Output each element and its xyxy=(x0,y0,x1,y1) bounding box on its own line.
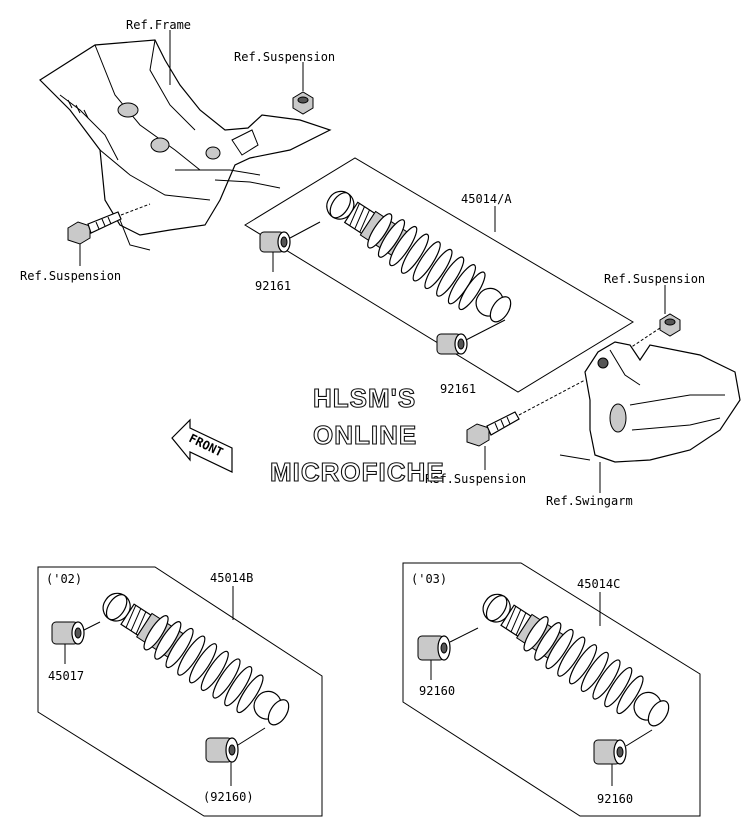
label-ref-suspension-top: Ref.Suspension xyxy=(234,50,335,64)
nut-right xyxy=(659,313,681,337)
label-ref-suspension-right: Ref.Suspension xyxy=(604,272,705,286)
shock-absorber-c xyxy=(482,593,670,727)
leader-nut-right-axis xyxy=(629,327,661,349)
leader-bushing-92160-c-right-axis xyxy=(625,729,653,747)
label-ref-swingarm: Ref.Swingarm xyxy=(546,494,633,508)
bolt-left xyxy=(67,211,122,245)
label-ref-frame: Ref.Frame xyxy=(126,18,191,32)
bushing-92160-b xyxy=(205,737,239,763)
shock-absorber-a xyxy=(326,190,512,323)
leader-bushing-left-axis xyxy=(289,221,321,239)
label-box-b-year: ('02) xyxy=(46,572,82,586)
leader-bushing-92160-c-left-axis xyxy=(449,627,479,643)
label-45014A: 45014/A xyxy=(461,192,512,206)
bushing-92161-right xyxy=(436,333,468,355)
label-ref-suspension-left: Ref.Suspension xyxy=(20,269,121,283)
bushing-92160-c-right xyxy=(593,739,627,765)
bushing-92160-c-left xyxy=(417,635,451,661)
leader-bolt-left-axis xyxy=(120,203,151,216)
shock-absorber-b xyxy=(102,592,290,726)
swingarm-drawing xyxy=(559,341,741,463)
frame-drawing xyxy=(39,39,332,251)
bushing-92161-left xyxy=(259,231,291,253)
shock-a-box xyxy=(244,157,634,393)
bushing-45017 xyxy=(51,621,85,645)
label-45014C: 45014C xyxy=(577,577,620,591)
watermark-line3: MICROFICHE xyxy=(270,457,445,487)
bolt-lower xyxy=(466,411,520,447)
label-92161-left: 92161 xyxy=(255,279,291,293)
shock-c-box xyxy=(402,562,701,817)
watermark-line1: HLSM'S xyxy=(313,383,416,413)
leader-bushing-right-axis xyxy=(465,319,506,341)
watermark-line2: ONLINE xyxy=(313,420,417,450)
label-45014B: 45014B xyxy=(210,571,253,585)
label-92160-b: (92160) xyxy=(203,790,254,804)
label-92161-right: 92161 xyxy=(440,382,476,396)
leader-bushing-45017-axis xyxy=(83,621,101,631)
leader-bolt-lower-axis xyxy=(518,379,586,416)
nut-top xyxy=(292,91,314,115)
label-45017: 45017 xyxy=(48,669,84,683)
label-box-c-year: ('03) xyxy=(411,572,447,586)
label-ref-suspension-bolt: Ref.Suspension xyxy=(425,472,526,486)
leader-bushing-92160-b-axis xyxy=(237,727,266,746)
label-92160-c-right: 92160 xyxy=(597,792,633,806)
shock-b-box xyxy=(37,566,323,817)
label-92160-c-left: 92160 xyxy=(419,684,455,698)
front-arrow: FRONT xyxy=(171,418,233,473)
